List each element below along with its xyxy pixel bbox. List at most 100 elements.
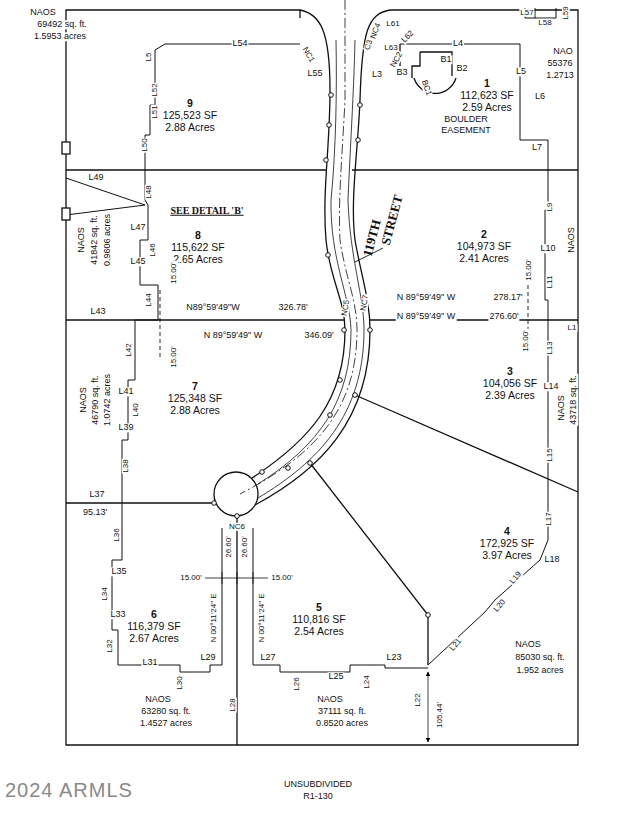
plat-label: B2 xyxy=(455,64,468,73)
watermark: 2024 ARMLS xyxy=(4,780,134,801)
plat-label: L36 xyxy=(113,527,121,542)
plat-label: 1.952 acres xyxy=(515,666,564,675)
plat-label: NAOS xyxy=(29,8,57,17)
plat-label: 43718 sq. ft. xyxy=(569,374,578,426)
plat-label: L1 xyxy=(567,324,578,332)
plat-label: NAOS xyxy=(557,394,566,422)
lot-number: 4 xyxy=(480,525,535,537)
lot-number: 3 xyxy=(483,365,538,377)
plat-label: N 00°11'24" E xyxy=(258,592,266,643)
plat-label: L5 xyxy=(515,67,527,76)
plat-label: L39 xyxy=(117,423,134,432)
plat-label: NAOS xyxy=(144,695,172,704)
lot-size: 125,348 SF xyxy=(168,392,223,404)
plat-label: L54 xyxy=(231,39,248,48)
plat-label: L14 xyxy=(542,382,559,391)
plat-label: L47 xyxy=(129,223,146,232)
road-edge xyxy=(252,10,345,478)
lot-size: 104,056 SF xyxy=(483,377,538,389)
plat-label: 37111 sq. ft. xyxy=(317,707,367,716)
lot-size: 2.88 Acres xyxy=(163,121,218,133)
lot-number: 8 xyxy=(171,229,225,241)
plat-label: L11 xyxy=(546,275,554,290)
lot-area: 6116,379 SF2.67 Acres xyxy=(125,608,183,644)
plat-label: NAO xyxy=(552,47,574,56)
plat-label: N89°59'49"W xyxy=(185,303,241,312)
plat-label: 26.60' xyxy=(225,535,233,559)
plat-label: L18 xyxy=(543,555,560,564)
plat-label: 41842 sq. ft. xyxy=(90,214,99,266)
plat-label: 326.78' xyxy=(277,303,308,312)
detail-box xyxy=(62,208,70,220)
lot-number: 6 xyxy=(127,608,181,620)
road-edge xyxy=(258,40,351,484)
lot-size: 115,622 SF xyxy=(171,241,225,253)
plat-label: L61 xyxy=(385,20,400,28)
lot-area: 3104,056 SF2.39 Acres xyxy=(481,365,540,401)
lot-size: 2.59 Acres xyxy=(460,101,514,113)
plat-label: 278.17' xyxy=(492,293,523,302)
plat-label: N 89°59'49" W xyxy=(396,312,457,321)
lot-area: 4172,925 SF3.97 Acres xyxy=(478,525,537,561)
plat-label: 15.00' xyxy=(179,574,203,582)
plat-label: L24 xyxy=(363,674,371,689)
lot-area: 2104,973 SF2.41 Acres xyxy=(455,228,514,264)
lot-size: 125,523 SF xyxy=(163,109,218,121)
naos-line xyxy=(112,44,300,672)
plat-label: L3 xyxy=(371,70,383,79)
plat-label: L57 xyxy=(519,9,534,17)
plat-label: L27 xyxy=(259,653,276,662)
plat-label: L5 xyxy=(145,52,153,63)
plat-label: NC2 xyxy=(389,50,405,70)
lot-size: 2.39 Acres xyxy=(483,389,538,401)
lot-area: 8115,622 SF2.65 Acres xyxy=(169,229,227,265)
plat-label: L34 xyxy=(101,586,109,601)
lot-size: 112,623 SF xyxy=(460,89,514,101)
lot-size: 2.88 Acres xyxy=(168,404,223,416)
plat-label: L17 xyxy=(545,511,553,526)
plat-label: 46790 sq. ft. xyxy=(91,374,100,426)
plat-label: L21 xyxy=(448,636,464,653)
plat-label: L51 xyxy=(151,104,159,119)
lot-number: 9 xyxy=(163,97,218,109)
plat-label: C3 xyxy=(363,38,375,52)
dimension-line xyxy=(205,572,268,584)
plat-label: B1 xyxy=(439,55,452,64)
easement-line xyxy=(160,285,528,360)
plat-label: L42 xyxy=(125,342,133,357)
plat-label: NAOS xyxy=(514,640,542,649)
plat-label: 0.9606 acres xyxy=(103,213,112,267)
plat-label: 63280 sq. ft. xyxy=(140,707,192,716)
plat-label: L49 xyxy=(87,173,104,182)
plat-label: L15 xyxy=(546,447,554,462)
plat-label: 55376 xyxy=(546,59,573,68)
plat-label: NC4 xyxy=(369,21,383,41)
plat-label: 15.00' xyxy=(525,258,533,282)
detail-line xyxy=(66,178,145,215)
plat-label: L25 xyxy=(327,672,344,681)
lot-number: 2 xyxy=(457,228,512,240)
plat-label: SEE DETAIL 'B' xyxy=(169,206,244,217)
plat-label: 15.00' xyxy=(270,574,294,582)
lot-area: 7125,348 SF2.88 Acres xyxy=(166,380,225,416)
plat-label: L31 xyxy=(141,658,158,667)
plat-label: NC6 xyxy=(228,523,246,531)
lot-size: 2.65 Acres xyxy=(171,253,225,265)
plat-label: N 00°11'24" E xyxy=(210,592,218,643)
plat-label: L22 xyxy=(414,692,422,707)
lot-size: 2.41 Acres xyxy=(457,252,512,264)
plat-label: 26.60' xyxy=(241,535,249,559)
plat-label: L32 xyxy=(106,638,114,653)
plat-label: L45 xyxy=(129,257,146,266)
lot-line xyxy=(66,170,578,745)
plat-label: NAOS xyxy=(79,386,88,414)
plat-label: L7 xyxy=(531,143,543,152)
plat-label: R1-130 xyxy=(302,792,334,801)
plat-label: 0.8520 acres xyxy=(315,719,369,728)
plat-label: BOULDER xyxy=(443,115,489,124)
detail-box xyxy=(62,142,70,154)
lot-size: 104,973 SF xyxy=(457,240,512,252)
plat-label: EASEMENT xyxy=(440,126,492,135)
lot-size: 3.97 Acres xyxy=(480,549,535,561)
plat-label: NC1 xyxy=(300,45,316,65)
